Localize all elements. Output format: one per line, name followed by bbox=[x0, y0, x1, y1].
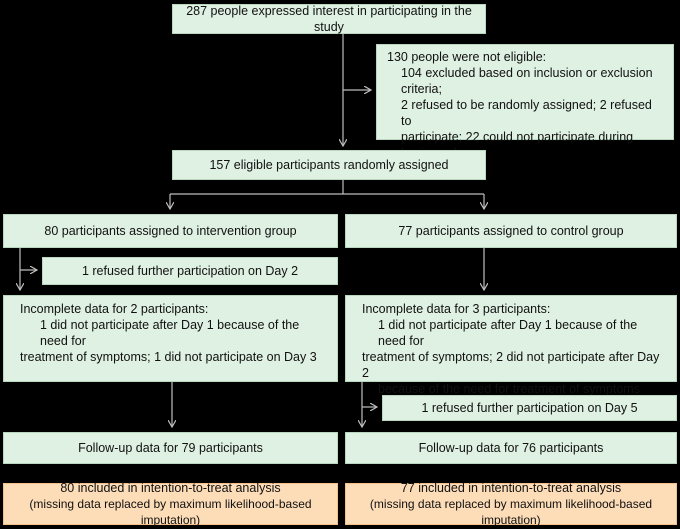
intervention-itt-line1: 80 included in intention-to-treat analys… bbox=[60, 481, 281, 495]
control-followup-text: Follow-up data for 76 participants bbox=[418, 441, 604, 455]
control-itt-line2: (missing data replaced by maximum likeli… bbox=[369, 497, 653, 527]
intervention-assigned-text: 80 participants assigned to intervention… bbox=[44, 224, 297, 238]
control-incomplete-line: because of the need for treatment of sym… bbox=[378, 382, 640, 396]
control-assigned-text: 77 participants assigned to control grou… bbox=[398, 224, 624, 238]
intervention-itt-line2: (missing data replaced by maximum likeli… bbox=[29, 497, 312, 527]
intervention-itt-box: 80 included in intention-to-treat analys… bbox=[3, 481, 338, 527]
control-incomplete-box: Incomplete data for 3 participants: 1 di… bbox=[345, 295, 677, 396]
randomized-box: 157 eligible participants randomly assig… bbox=[172, 150, 486, 180]
control-followup-box: Follow-up data for 76 participants bbox=[345, 432, 677, 464]
control-refused-text: 1 refused further participation on Day 5 bbox=[421, 401, 638, 415]
intervention-incomplete-box: Incomplete data for 2 participants: 1 di… bbox=[3, 295, 338, 382]
not-eligible-box: 130 people were not eligible: 104 exclud… bbox=[376, 44, 674, 160]
intervention-refused-box: 1 refused further participation on Day 2 bbox=[42, 257, 338, 285]
control-incomplete-title: Incomplete data for 3 participants: bbox=[362, 302, 551, 316]
intervention-incomplete-line: 1 did not participate after Day 1 becaus… bbox=[40, 318, 300, 348]
not-eligible-title: 130 people were not eligible: bbox=[387, 50, 547, 64]
enrollment-text: 287 people expressed interest in partici… bbox=[186, 4, 472, 34]
not-eligible-line: 2 refused to be randomly assigned; 2 ref… bbox=[401, 98, 652, 128]
control-refused-box: 1 refused further participation on Day 5 bbox=[382, 395, 677, 421]
intervention-followup-text: Follow-up data for 79 participants bbox=[78, 441, 263, 455]
intervention-assigned-box: 80 participants assigned to intervention… bbox=[3, 214, 338, 248]
enrollment-box: 287 people expressed interest in partici… bbox=[172, 4, 486, 34]
control-incomplete-line: treatment of symptoms; 2 did not partici… bbox=[362, 350, 660, 380]
not-eligible-line: 104 excluded based on inclusion or exclu… bbox=[401, 66, 653, 96]
control-assigned-box: 77 participants assigned to control grou… bbox=[345, 214, 677, 248]
intervention-incomplete-title: Incomplete data for 2 participants: bbox=[20, 302, 209, 316]
intervention-incomplete-line: treatment of symptoms; 1 did not partici… bbox=[20, 350, 317, 364]
intervention-followup-box: Follow-up data for 79 participants bbox=[3, 432, 338, 464]
randomized-text: 157 eligible participants randomly assig… bbox=[209, 158, 449, 172]
not-eligible-line: participate; 22 could not participate du… bbox=[401, 130, 634, 144]
control-itt-line1: 77 included in intention-to-treat analys… bbox=[400, 481, 622, 495]
intervention-refused-text: 1 refused further participation on Day 2 bbox=[81, 264, 299, 278]
control-itt-box: 77 included in intention-to-treat analys… bbox=[345, 481, 677, 527]
control-incomplete-line: 1 did not participate after Day 1 becaus… bbox=[378, 318, 638, 348]
